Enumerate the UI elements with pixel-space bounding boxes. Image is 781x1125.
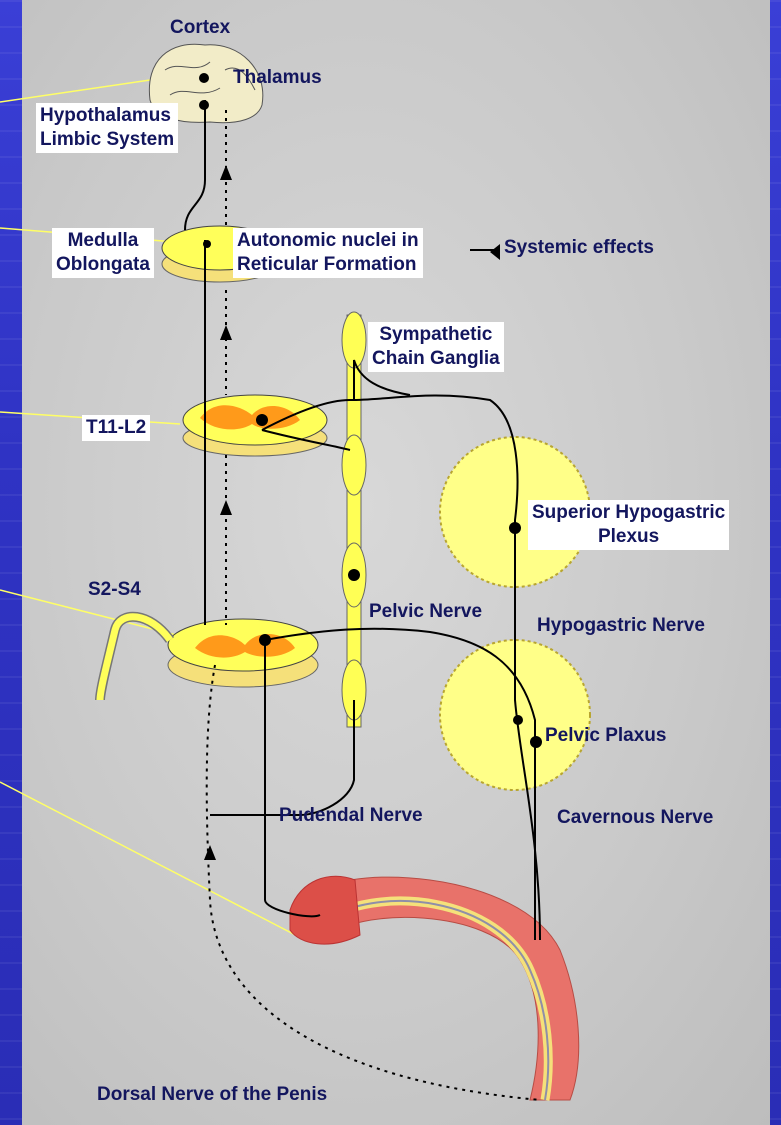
label-cortex: Cortex xyxy=(170,16,230,40)
s2-s4-disc xyxy=(100,617,318,700)
label-dorsal-nerve: Dorsal Nerve of the Penis xyxy=(97,1083,327,1107)
label-s2-s4: S2-S4 xyxy=(88,578,141,602)
label-cavernous-nerve: Cavernous Nerve xyxy=(557,806,713,830)
label-superior-block: Superior Hypogastric Plexus xyxy=(528,500,729,550)
label-pelvic-nerve: Pelvic Nerve xyxy=(369,600,482,624)
label-superior-hypogastric: Superior Hypogastric xyxy=(532,501,725,525)
label-autonomic-block: Autonomic nuclei in Reticular Formation xyxy=(233,228,423,278)
label-reticular-formation: Reticular Formation xyxy=(237,253,419,277)
label-autonomic-nuclei: Autonomic nuclei in xyxy=(237,229,419,253)
pointer-line-penis xyxy=(0,782,305,940)
label-hypogastric-nerve: Hypogastric Nerve xyxy=(537,614,705,638)
label-hypothalamus-block: Hypothalamus Limbic System xyxy=(36,103,178,153)
label-limbic-system: Limbic System xyxy=(40,128,174,152)
label-medulla: Medulla xyxy=(56,229,150,253)
label-t11-l2: T11-L2 xyxy=(82,415,150,441)
label-hypothalamus: Hypothalamus xyxy=(40,104,174,128)
label-pudendal-nerve: Pudendal Nerve xyxy=(279,804,423,828)
pointer-lines xyxy=(0,80,305,940)
pointer-line-brain xyxy=(0,80,150,102)
label-plexus: Plexus xyxy=(532,525,725,549)
label-chain-ganglia: Chain Ganglia xyxy=(372,347,500,371)
label-thalamus: Thalamus xyxy=(233,66,322,90)
label-oblongata: Oblongata xyxy=(56,253,150,277)
label-sympathetic: Sympathetic xyxy=(372,323,500,347)
label-sympathetic-block: Sympathetic Chain Ganglia xyxy=(368,322,504,372)
label-medulla-block: Medulla Oblongata xyxy=(52,228,154,278)
label-pelvic-plexus: Pelvic Plaxus xyxy=(545,724,666,748)
label-systemic-effects: Systemic effects xyxy=(504,236,654,260)
